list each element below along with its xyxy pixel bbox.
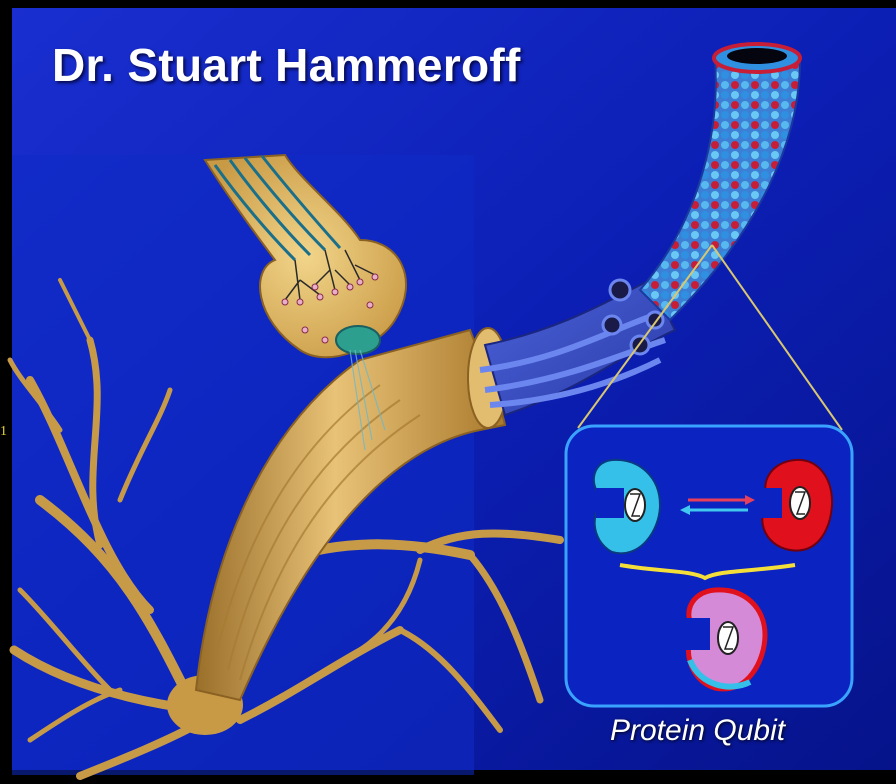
- inset-caption: Protein Qubit: [610, 714, 785, 748]
- microtubule-lumen: [727, 48, 787, 64]
- protein-superposition: [682, 590, 765, 689]
- page-title: Dr. Stuart Hammeroff: [52, 38, 521, 92]
- protein-state-red: [758, 460, 832, 551]
- top-dark-strip: [0, 0, 896, 8]
- left-dark-strip: [0, 0, 12, 784]
- edge-mark: 1: [0, 424, 7, 440]
